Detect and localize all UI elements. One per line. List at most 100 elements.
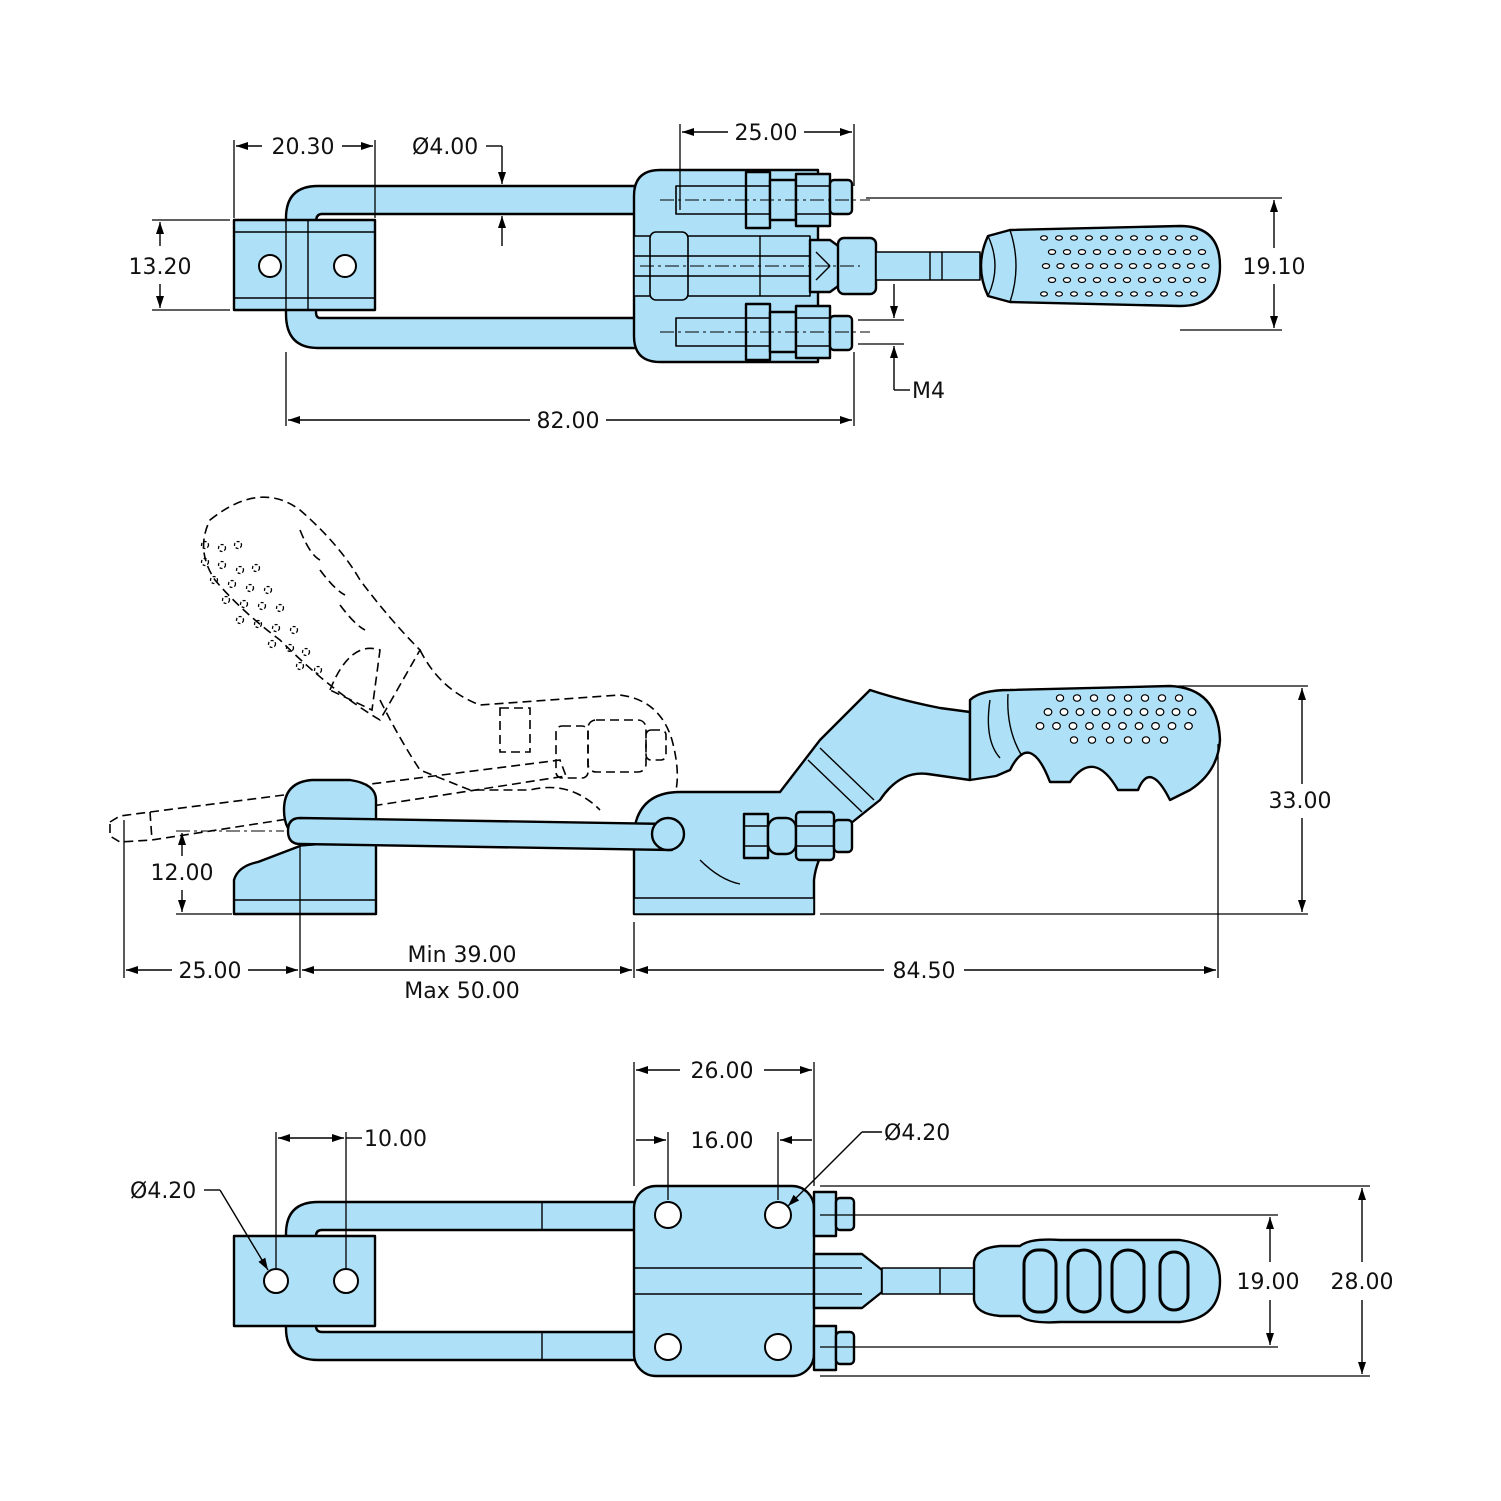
grip-dot xyxy=(1047,277,1057,284)
side-view-open-position-ghost xyxy=(109,496,679,843)
top-dim-overall-length-label: 82.00 xyxy=(537,409,600,434)
grip-dot xyxy=(1174,235,1183,241)
grip-dot xyxy=(1197,277,1207,284)
grip-dot xyxy=(1085,721,1094,730)
grip-dot xyxy=(1099,263,1109,270)
side-view: 33.00 12.00 25.00 Min 39.00 Max 50.00 84… xyxy=(109,496,1331,1004)
bottom-view-handle-grip xyxy=(972,1238,1222,1324)
grip-dot xyxy=(1059,707,1069,716)
grip-dot xyxy=(1167,249,1177,256)
top-view-grip-dots xyxy=(1039,235,1210,297)
grip-dot xyxy=(1159,291,1168,297)
grip-dot xyxy=(1062,249,1072,256)
grip-dot xyxy=(1137,277,1147,284)
grip-dot xyxy=(1099,235,1108,241)
grip-dot xyxy=(1122,249,1132,256)
top-dim-thread-label: M4 xyxy=(912,379,945,404)
grip-dot xyxy=(1159,736,1169,744)
grip-dot xyxy=(1047,249,1057,256)
top-dim-rod-diameter-label: Ø4.00 xyxy=(412,135,478,160)
grip-dot xyxy=(1151,721,1160,730)
side-view-base-and-body xyxy=(632,688,972,916)
top-dim-mount-spacing-label: 25.00 xyxy=(735,121,798,146)
grip-dot xyxy=(1152,277,1162,284)
top-view-handle-grip xyxy=(979,224,1222,308)
grip-dot xyxy=(1129,235,1138,241)
grip-dot xyxy=(1139,707,1149,716)
bottom-view-base-hole-bl xyxy=(654,1333,682,1361)
grip-dot xyxy=(1092,249,1102,256)
grip-dot xyxy=(1167,721,1177,730)
grip-dot xyxy=(1137,249,1147,256)
side-dim-hook-height-label: 12.00 xyxy=(151,861,214,886)
grip-dot xyxy=(1189,235,1198,241)
grip-dot xyxy=(1189,291,1198,297)
top-dim-handle-width-label: 19.10 xyxy=(1243,255,1306,280)
grip-dot xyxy=(1167,277,1177,284)
bottom-view-keeper-hole-left xyxy=(263,1268,289,1294)
grip-dot xyxy=(1105,736,1115,744)
side-view-keeper-hook xyxy=(232,778,378,916)
grip-dot xyxy=(1174,694,1184,702)
bottom-dim-hole-spacing-y-label: 19.00 xyxy=(1237,1270,1300,1295)
grip-dot xyxy=(1182,249,1192,256)
bottom-view-lever xyxy=(812,1252,975,1310)
side-dim-hook-height: 12.00 xyxy=(151,833,232,915)
top-dim-body-height-label: 13.20 xyxy=(129,255,192,280)
grip-dot xyxy=(1128,263,1138,270)
grip-dot xyxy=(1043,707,1053,716)
grip-dot xyxy=(1054,235,1063,241)
grip-dot xyxy=(1062,277,1072,284)
grip-dot xyxy=(1144,235,1153,241)
top-dim-thread: M4 xyxy=(858,284,945,404)
grip-dot xyxy=(1084,235,1093,241)
bottom-dim-overall-width: 28.00 xyxy=(820,1185,1393,1377)
grip-dot xyxy=(1144,291,1153,297)
grip-dot xyxy=(1123,694,1133,702)
top-view-lever xyxy=(808,236,981,296)
grip-dot xyxy=(1114,235,1123,241)
grip-dot xyxy=(1123,736,1133,744)
bottom-view-base-hole-tr xyxy=(764,1201,792,1229)
bottom-view-keeper-block xyxy=(232,1234,377,1328)
grip-dot xyxy=(1141,736,1151,744)
grip-dot xyxy=(1107,277,1117,284)
grip-dot xyxy=(1201,263,1210,270)
grip-dot xyxy=(1129,291,1138,297)
top-dim-arm-length: 20.30 xyxy=(233,135,376,218)
top-view: 20.30 Ø4.00 25.00 13.20 19.10 xyxy=(129,121,1306,434)
side-dim-gap-max-label: Max 50.00 xyxy=(404,979,519,1004)
grip-dot xyxy=(1069,235,1078,241)
grip-dot xyxy=(1041,263,1051,270)
grip-dot xyxy=(1107,707,1117,716)
bottom-dim-outer-spacing-label: 26.00 xyxy=(691,1059,754,1084)
side-dim-hook-reach-label: 25.00 xyxy=(179,959,242,984)
grip-dot xyxy=(1068,721,1078,730)
bottom-dim-hole-diameter-right: Ø4.20 xyxy=(787,1121,950,1207)
side-dim-hook-reach: 25.00 xyxy=(123,820,301,984)
top-dim-arm-length-label: 20.30 xyxy=(272,135,335,160)
top-dim-body-height: 13.20 xyxy=(129,219,230,311)
grip-dot xyxy=(1114,291,1123,297)
grip-dot xyxy=(1101,721,1111,730)
bottom-dim-keeper-spacing: 10.00 xyxy=(275,1127,427,1268)
bottom-dim-hole-diameter-left-label: Ø4.20 xyxy=(130,1179,196,1204)
grip-dot xyxy=(1157,694,1167,702)
bottom-view-keeper-hole-right xyxy=(333,1268,359,1294)
top-dim-handle-width: 19.10 xyxy=(866,197,1306,331)
side-view-handle-grip xyxy=(968,684,1222,802)
bottom-view-nuts xyxy=(812,1190,856,1372)
bottom-dim-hole-diameter-right-label: Ø4.20 xyxy=(884,1121,950,1146)
grip-dot xyxy=(1085,263,1094,270)
grip-dot xyxy=(1172,263,1181,270)
grip-dot xyxy=(1140,694,1150,702)
grip-dot xyxy=(1107,249,1117,256)
top-dim-mount-spacing: 25.00 xyxy=(679,121,855,210)
grip-dot xyxy=(1052,721,1061,730)
bottom-dim-hole-spacing-x: 16.00 xyxy=(636,1129,812,1200)
bottom-dim-keeper-spacing-label: 10.00 xyxy=(364,1127,427,1152)
grip-dot xyxy=(1182,277,1192,284)
grip-dot xyxy=(1039,291,1048,297)
grip-dot xyxy=(1187,707,1197,716)
grip-dot xyxy=(1075,707,1085,716)
